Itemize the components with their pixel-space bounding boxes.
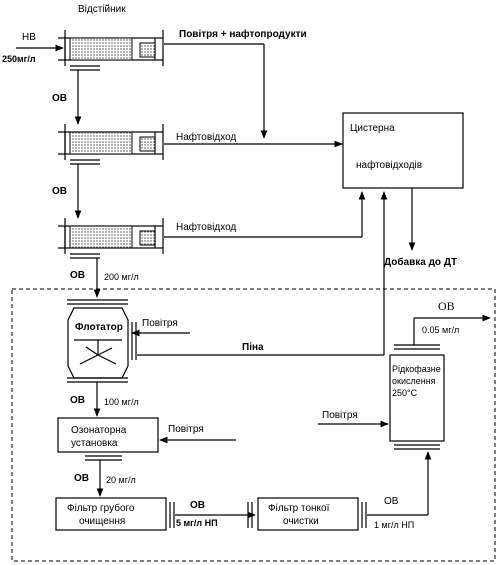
liquid-phase-oxidation-reactor: Рідкофазне окислення 250°С [389, 344, 445, 450]
concentration-100: 100 мг/л [104, 397, 139, 407]
settler-title: Відстійник [78, 4, 126, 15]
treatment-boundary [11, 288, 496, 562]
flotator-label: Флотатор [75, 322, 123, 333]
inflow-concentration: 250мг/л [2, 54, 36, 64]
nv-label: НВ [22, 32, 36, 43]
concentration-005: 0.05 мг/л [422, 325, 459, 335]
coarse-filter-label-line1: Фільтр грубого [67, 502, 135, 514]
concentration-1np: 1 мг/л НП [374, 520, 414, 530]
coarse-filter-label-line2: очищення [79, 516, 125, 527]
concentration-20: 20 мг/л [106, 475, 136, 485]
concentration-200: 200 мг/л [104, 272, 139, 282]
fine-filter-label-line1: Фільтр тонкої [268, 503, 330, 514]
air-ozonator-label: Повітря [168, 424, 204, 435]
ov-label-1: ОВ [52, 93, 67, 104]
oxidation-label-line3: 250°С [392, 388, 418, 398]
ov-label-3: ОВ [70, 270, 85, 281]
coarse-filter: Фільтр грубого очищення [55, 497, 175, 531]
concentration-5np: 5 мг/л НП [176, 518, 218, 528]
air-oxidation-label: Повітря [322, 410, 358, 421]
oxidation-label-line2: окислення [392, 376, 436, 386]
fine-filter: Фільтр тонкої очистки [247, 497, 367, 531]
ov-label-6: ОВ [190, 500, 205, 511]
air-flotator-label: Повітря [142, 318, 178, 329]
oxidation-label-line1: Рідкофазне [392, 364, 441, 374]
ozonator-unit: Озонаторна установка [57, 417, 159, 461]
fine-filter-label-line2: очистки [283, 516, 319, 527]
ov-label-7: ОВ [384, 496, 399, 507]
air-oil-products-label: Повітря + нафтопродукти [179, 28, 307, 40]
additive-label: Добавка до ДТ [384, 256, 457, 268]
ov-label-5: ОВ [74, 473, 89, 484]
ozonator-label-line2: установка [71, 438, 118, 449]
ozonator-label-line1: Озонаторна [71, 425, 127, 436]
tank-label-line1: Цистерна [350, 123, 395, 134]
settler-3 [58, 218, 164, 259]
oil-waste-label-2: Нафтовідход [176, 221, 236, 233]
oil-waste-tank: Цистерна нафтовідходів [342, 112, 464, 189]
settler-1 [58, 30, 164, 71]
tank-label-line2: нафтовідходів [356, 159, 422, 171]
oil-waste-label-1: Нафтовідход [176, 131, 236, 143]
foam-label: Піна [242, 342, 264, 353]
ov-label-4: ОВ [70, 395, 85, 406]
ov-label-2: ОВ [52, 186, 67, 197]
ov-out-label: ОВ [438, 299, 455, 313]
flotator: Флотатор [67, 299, 137, 383]
settler-2 [58, 124, 164, 165]
